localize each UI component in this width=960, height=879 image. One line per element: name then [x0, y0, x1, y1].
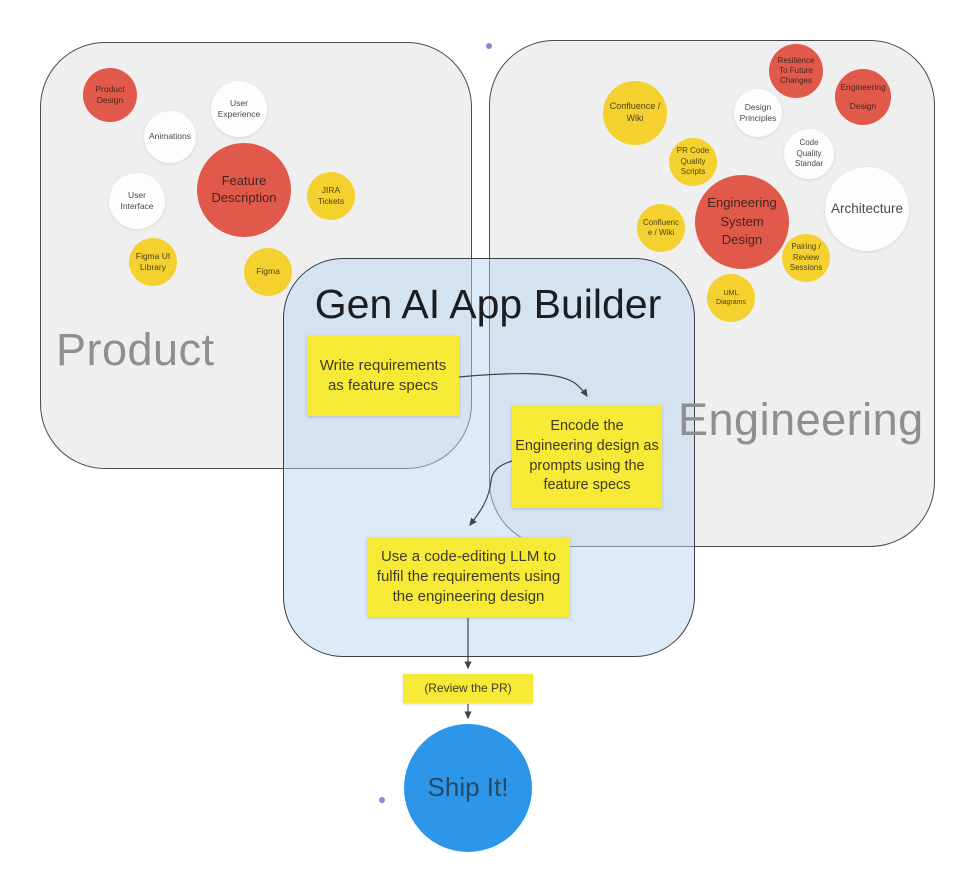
ship-it-label: Ship It!	[427, 772, 509, 803]
bubble-engineering-design[interactable]: Engineering Design	[835, 69, 891, 125]
bubble-label: Engineering System Design	[707, 194, 777, 248]
bubble-label: PR Code Quality Scripts	[676, 146, 710, 177]
bubble-architecture[interactable]: Architecture	[825, 167, 909, 251]
bubble-jira-tickets[interactable]: JIRA Tickets	[307, 172, 355, 220]
bubble-label: Confluence / Wiki	[609, 101, 661, 123]
bubble-pr-code-quality-scripts[interactable]: PR Code Quality Scripts	[669, 138, 717, 186]
note-encode-engineering-design[interactable]: Encode the Engineering design as prompts…	[512, 405, 662, 508]
note-code-editing-llm[interactable]: Use a code-editing LLM to fulfil the req…	[367, 537, 570, 617]
bubble-design-principles[interactable]: Design Principles	[734, 89, 782, 137]
bubble-pairing-review-sessions[interactable]: Pairing / Review Sessions	[782, 234, 830, 282]
note-label: Write requirements as feature specs	[319, 356, 447, 394]
bubble-user-interface[interactable]: User Interface	[109, 173, 165, 229]
purple-dot-marker	[379, 797, 385, 803]
bubble-label: Code Quality Standar	[794, 137, 824, 169]
bubble-label: JIRA Tickets	[317, 184, 345, 206]
bubble-label: Resilience To Future Changes	[777, 56, 815, 85]
bubble-label: UML Diagrams	[716, 289, 746, 306]
bubble-confluence-wiki-2[interactable]: Confluenc e / Wiki	[637, 204, 685, 252]
ship-it-circle[interactable]: Ship It!	[404, 724, 532, 852]
purple-dot-marker	[486, 43, 492, 49]
bubble-label: Product Design	[95, 83, 125, 105]
bubble-figma-ui-library[interactable]: Figma UI Library	[129, 238, 177, 286]
note-label: (Review the PR)	[424, 681, 512, 696]
bubble-label: Feature Description	[211, 173, 277, 205]
board-title[interactable]: Gen AI App Builder	[314, 281, 662, 327]
note-label: Use a code-editing LLM to fulfil the req…	[376, 547, 561, 606]
note-review-the-pr[interactable]: (Review the PR)	[403, 674, 533, 703]
bubble-confluence-wiki[interactable]: Confluence / Wiki	[603, 81, 667, 145]
product-region-label[interactable]: Product	[56, 324, 215, 375]
bubble-label: User Interface	[120, 189, 154, 211]
bubble-figma[interactable]: Figma	[244, 248, 292, 296]
bubble-label: Confluenc e / Wiki	[642, 217, 680, 237]
bubble-user-experience[interactable]: User Experience	[211, 81, 267, 137]
bubble-label: Engineering Design	[840, 82, 886, 111]
note-label: Encode the Engineering design as prompts…	[515, 418, 659, 494]
bubble-feature-description[interactable]: Feature Description	[197, 143, 291, 237]
bubble-code-quality-standar[interactable]: Code Quality Standar	[784, 129, 834, 179]
bubble-animations[interactable]: Animations	[144, 111, 196, 163]
bubble-label: Design Principles	[739, 101, 777, 123]
bubble-product-design[interactable]: Product Design	[83, 68, 137, 122]
bubble-resilience-to-future-changes[interactable]: Resilience To Future Changes	[769, 44, 823, 98]
note-write-requirements[interactable]: Write requirements as feature specs	[307, 336, 459, 416]
bubble-engineering-system-design[interactable]: Engineering System Design	[695, 175, 789, 269]
bubble-label: Figma UI Library	[135, 250, 171, 272]
bubble-label: Architecture	[830, 201, 904, 217]
bubble-label: Pairing / Review Sessions	[789, 241, 823, 273]
bubble-label: User Experience	[217, 97, 261, 119]
bubble-label: Animations	[148, 131, 192, 142]
bubble-uml-diagrams[interactable]: UML Diagrams	[707, 274, 755, 322]
engineering-region-label[interactable]: Engineering	[678, 394, 924, 445]
bubble-label: Figma	[256, 266, 280, 277]
